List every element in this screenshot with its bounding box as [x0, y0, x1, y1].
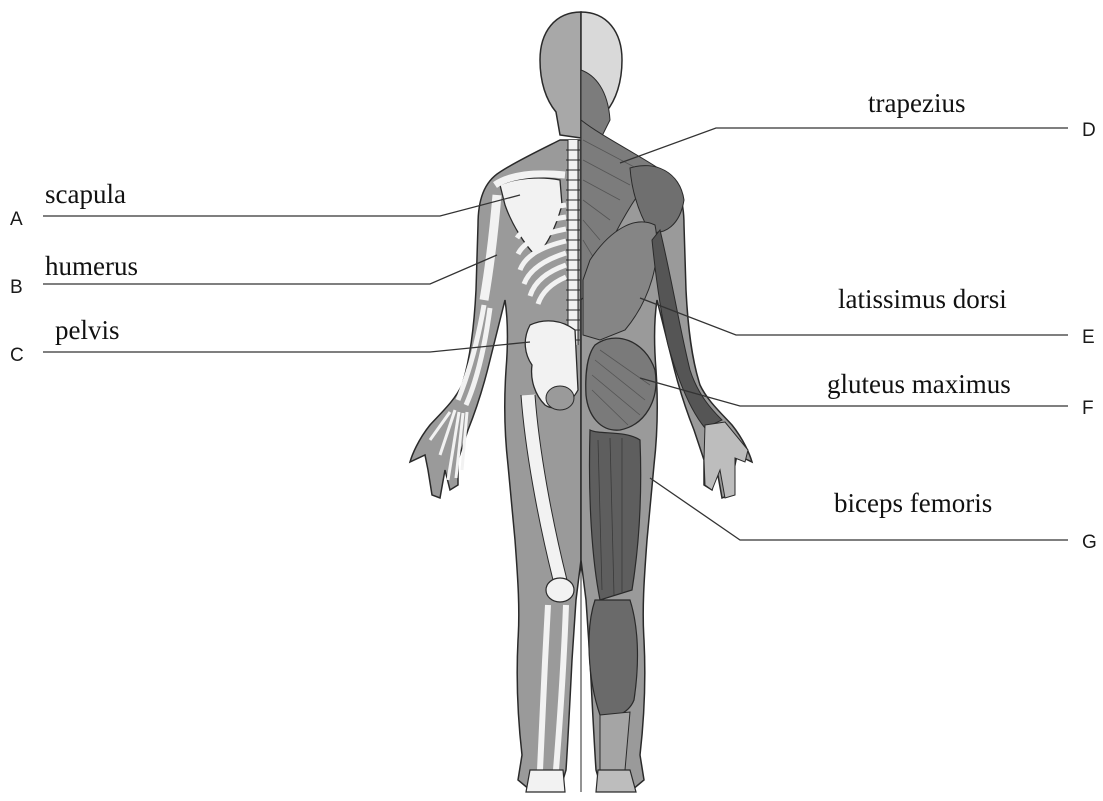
label-letter-b: B [10, 277, 23, 298]
labels-left: A scapula B humerus C pelvis [10, 179, 138, 366]
label-letter-f: F [1082, 398, 1094, 419]
label-term-scapula: scapula [45, 179, 126, 209]
human-figure-posterior-view [410, 12, 752, 792]
foot-right [596, 770, 636, 792]
label-letter-d: D [1082, 120, 1096, 141]
calf-muscle [589, 600, 638, 717]
obturator-foramen [546, 386, 574, 410]
biceps-femoris-muscle [589, 430, 640, 600]
lower-leg [600, 712, 630, 770]
leader-d [620, 128, 1068, 163]
head-left [540, 12, 581, 138]
label-term-pelvis: pelvis [55, 315, 120, 345]
label-letter-c: C [10, 345, 24, 366]
label-term-latissimus-dorsi: latissimus dorsi [838, 284, 1007, 314]
label-term-trapezius: trapezius [868, 88, 965, 118]
label-letter-g: G [1082, 532, 1097, 553]
label-letter-a: A [10, 209, 23, 230]
label-term-biceps-femoris: biceps femoris [834, 488, 992, 518]
knee-joint [546, 578, 574, 602]
label-letter-e: E [1082, 327, 1095, 348]
label-term-gluteus-maximus: gluteus maximus [827, 369, 1011, 399]
labels-right: D trapezius E latissimus dorsi F gluteus… [827, 88, 1097, 553]
hand-right [704, 422, 748, 498]
skeletal-half [410, 12, 581, 792]
foot-left [526, 770, 565, 792]
label-term-humerus: humerus [45, 251, 138, 281]
